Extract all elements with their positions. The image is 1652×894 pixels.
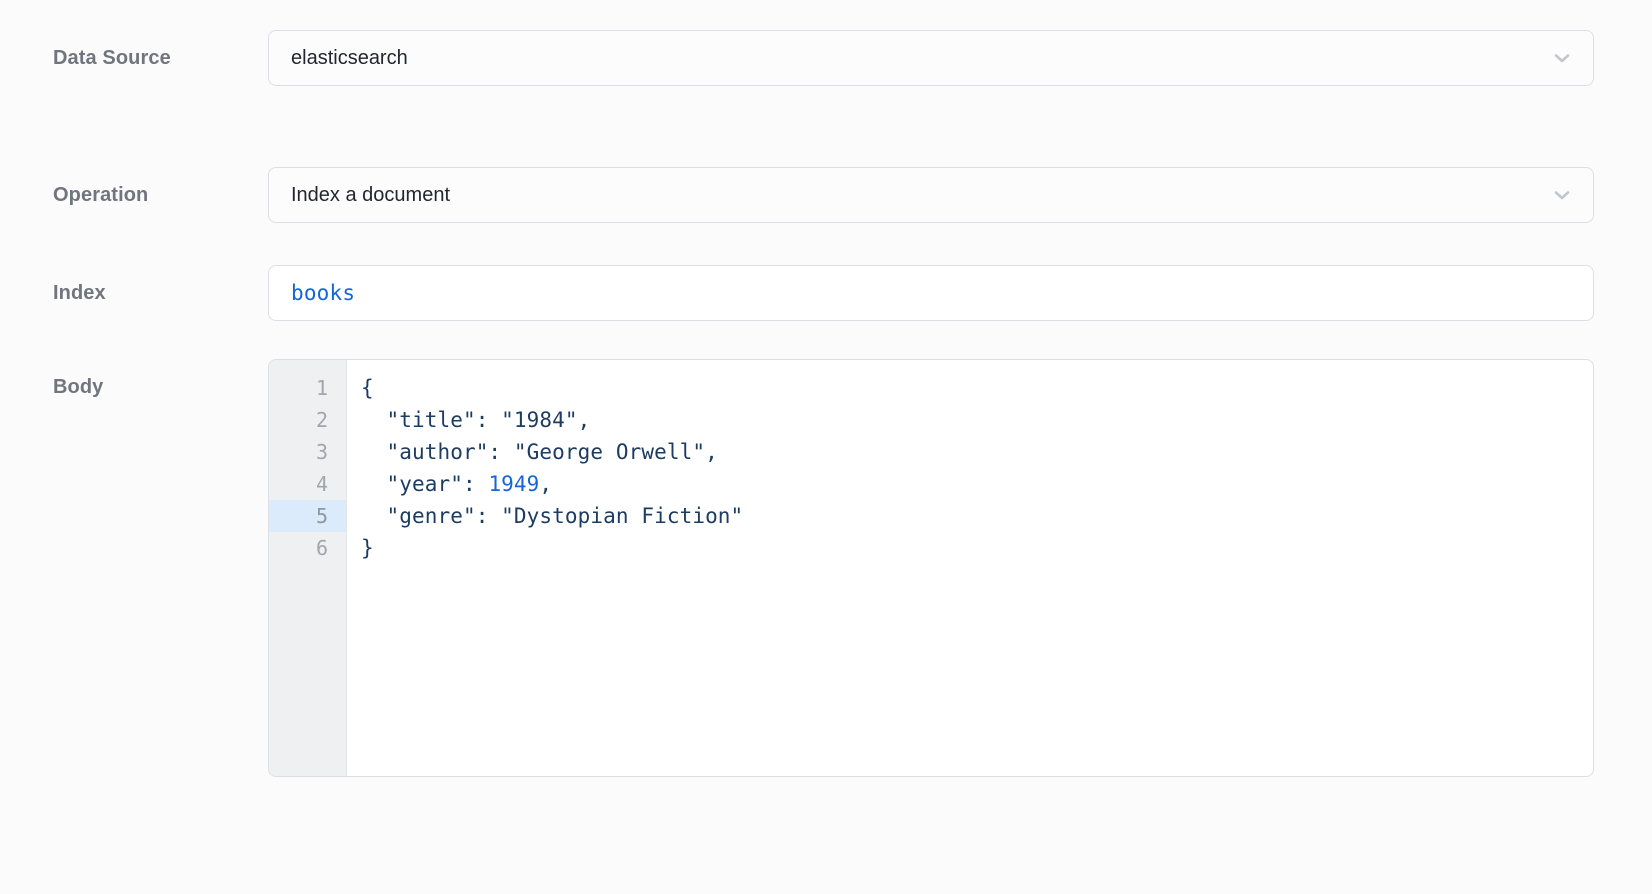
editor-line-number: 4: [315, 472, 328, 496]
editor-code-line: "year": 1949,: [361, 468, 1593, 500]
form-row-index: Index books: [0, 265, 1652, 321]
field-index: books: [268, 265, 1594, 321]
form-row-data-source: Data Source elasticsearch: [0, 30, 1652, 86]
editor-code-area[interactable]: { "title": "1984", "author": "George Orw…: [347, 360, 1593, 776]
code-token-text: "year":: [361, 472, 489, 496]
editor-line-number: 1: [315, 376, 328, 400]
operation-value: Index a document: [291, 185, 450, 205]
editor-code-line: {: [361, 372, 1593, 404]
code-token-number: 1949: [488, 472, 540, 496]
operation-select[interactable]: Index a document: [268, 167, 1594, 223]
editor-line-number: 2: [315, 408, 328, 432]
editor-code-line: "genre": "Dystopian Fiction": [361, 500, 1593, 532]
index-input-value: books: [291, 280, 356, 305]
editor-code-line: }: [361, 532, 1593, 564]
code-token-text: "title": "1984",: [361, 408, 591, 432]
body-code-editor[interactable]: 1 2 3 4 5 6 { "title": "1984", "author": "Geo…: [268, 359, 1594, 777]
index-input[interactable]: books: [268, 265, 1594, 321]
editor-line-number-gutter: 1 2 3 4 5 6: [269, 360, 347, 776]
code-token-text: }: [361, 536, 374, 560]
chevron-down-icon[interactable]: [1551, 47, 1573, 69]
code-token-text: "author": "George Orwell",: [361, 440, 718, 464]
field-body: 1 2 3 4 5 6 { "title": "1984", "author": "Geo…: [268, 359, 1594, 777]
label-index: Index: [53, 282, 106, 304]
data-source-select[interactable]: elasticsearch: [268, 30, 1594, 86]
data-source-value: elasticsearch: [291, 48, 408, 68]
code-token-text: "genre": "Dystopian Fiction": [361, 504, 744, 528]
form-row-operation: Operation Index a document: [0, 167, 1652, 223]
code-token-text: ,: [539, 472, 553, 496]
editor-line-number: 5: [269, 500, 346, 532]
label-operation: Operation: [53, 184, 149, 206]
editor-line-number: 6: [315, 536, 328, 560]
editor-code-line: "title": "1984",: [361, 404, 1593, 436]
chevron-down-icon[interactable]: [1551, 184, 1573, 206]
field-data-source: elasticsearch: [268, 30, 1594, 86]
code-token-text: {: [361, 376, 374, 400]
editor-code-line: "author": "George Orwell",: [361, 436, 1593, 468]
field-operation: Index a document: [268, 167, 1594, 223]
editor-line-number: 3: [315, 440, 328, 464]
label-data-source: Data Source: [53, 47, 171, 69]
label-body: Body: [53, 376, 104, 398]
form-row-body: Body 1 2 3 4 5 6 { "title": "1984", "author":…: [0, 359, 1652, 777]
